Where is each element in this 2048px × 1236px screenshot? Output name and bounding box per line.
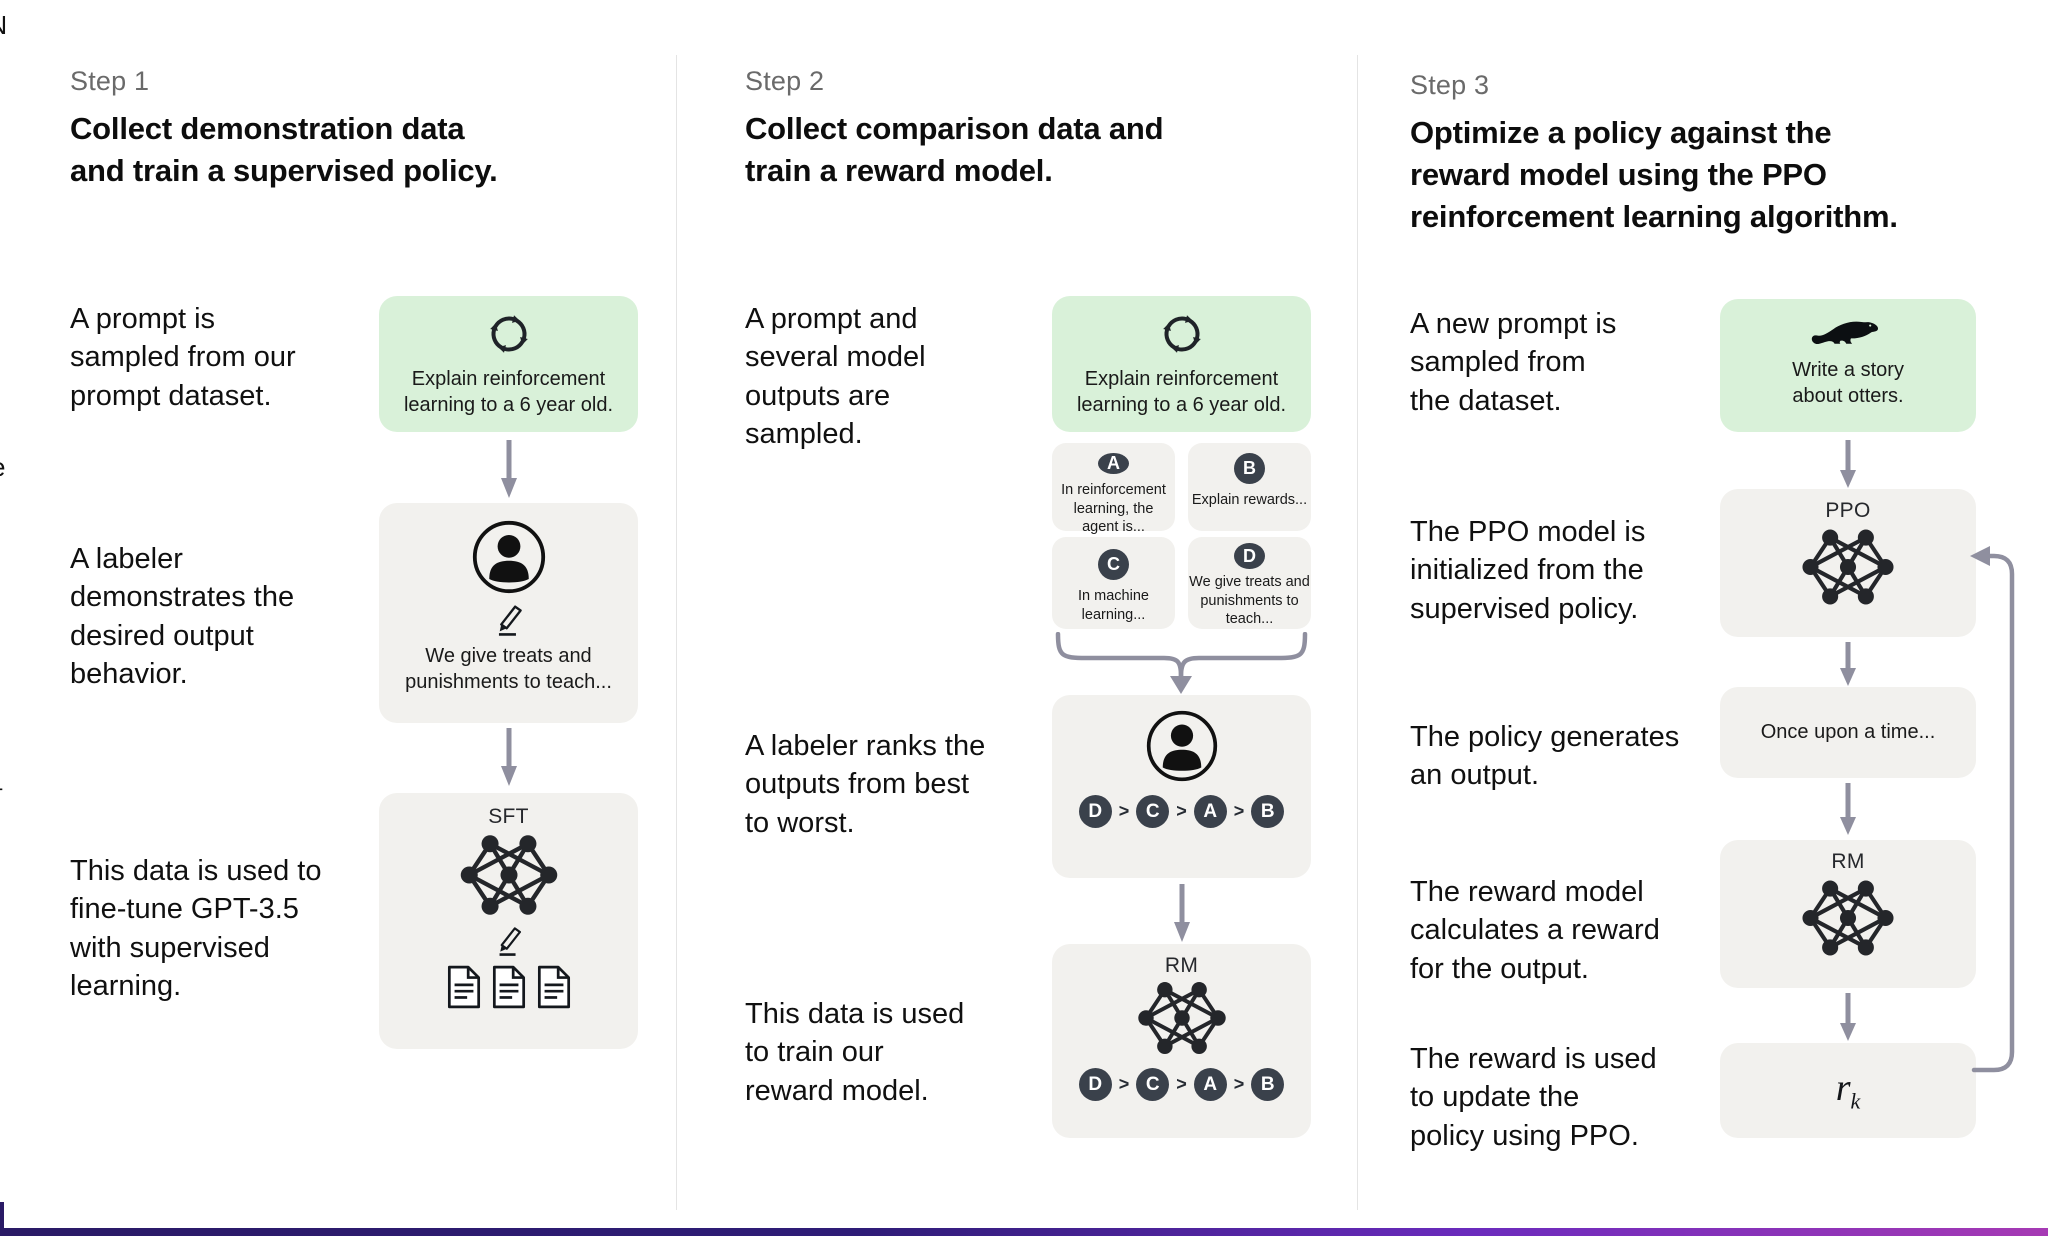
prompt-box: Explain reinforcement learning to a 6 ye… (1052, 296, 1311, 432)
output-card-c: C In machine learning... (1052, 537, 1175, 629)
window-corner-border (0, 1202, 4, 1236)
column-divider (1357, 55, 1358, 1210)
column-divider (676, 55, 677, 1210)
pencil-icon (498, 605, 522, 636)
neural-net-icon (460, 835, 557, 915)
ranking-separator: > (1233, 801, 1245, 821)
reward-symbol: rk (1835, 1067, 1861, 1114)
labeler-box: We give treats and punishments to teach.… (379, 503, 638, 723)
caption: The reward is used to update the policy … (1410, 1043, 1657, 1152)
caption: A prompt is sampled from our prompt data… (70, 303, 296, 412)
flow-arrow (501, 728, 517, 786)
labeler-icon (472, 520, 545, 594)
output-card-a: A In reinforcement learning, the agent i… (1052, 443, 1175, 535)
ranking-badge: A (1193, 1068, 1227, 1101)
model-label: RM (1831, 850, 1865, 873)
screen-edge-fragment: e (0, 452, 8, 476)
caption: The PPO model is initialized from the su… (1410, 516, 1646, 625)
flow-arrow (1840, 440, 1856, 488)
output-box: Once upon a time... (1720, 687, 1976, 778)
step-title: Optimize a policy against the reward mod… (1410, 115, 1898, 235)
output-badge: D (1234, 543, 1265, 570)
model-label: RM (1164, 954, 1199, 977)
output-badge: B (1234, 453, 1265, 484)
ranking-badge: B (1251, 795, 1285, 828)
flow-arrow (1840, 993, 1856, 1041)
output-text: We give treats and punishments to teach.… (1189, 574, 1310, 628)
flow-arrow (1840, 642, 1856, 686)
ranking-separator: > (1176, 1074, 1187, 1094)
rm-box: RM D > C > A > B (1052, 944, 1311, 1138)
caption: This data is used to train our reward mo… (745, 998, 965, 1107)
step-title: Collect demonstration data and train a s… (70, 111, 498, 189)
ranking-badge: D (1078, 1068, 1112, 1101)
flow-arrow (1174, 884, 1190, 942)
ranking-badge: C (1136, 1068, 1170, 1101)
sft-box: SFT (379, 793, 638, 1049)
ranking-separator: > (1118, 801, 1130, 821)
gather-brace (1055, 632, 1308, 694)
rm-box: RM (1720, 840, 1976, 988)
model-label: SFT (488, 805, 529, 828)
loop-arrow (1970, 546, 2015, 1073)
caption: A labeler demonstrates the desired outpu… (70, 543, 295, 690)
labeler-text: We give treats and punishments to teach.… (405, 645, 612, 694)
prompt-text: Write a story about otters. (1792, 359, 1904, 408)
model-label: PPO (1825, 499, 1871, 522)
documents-icon (445, 965, 573, 1009)
step-title: Collect comparison data and train a rewa… (745, 111, 1164, 189)
ranking-badge: D (1078, 795, 1112, 828)
ranking-badge: A (1193, 795, 1227, 828)
output-text: Once upon a time... (1760, 721, 1936, 744)
caption: The reward model calculates a reward for… (1410, 876, 1660, 985)
screen-edge-fragment: N (0, 10, 9, 36)
output-card-b: B Explain rewards... (1188, 443, 1311, 531)
step-label: Step 3 (1410, 70, 1490, 100)
output-text: In reinforcement learning, the agent is.… (1061, 482, 1166, 536)
neural-net-icon (1802, 529, 1894, 605)
step-label: Step 1 (70, 66, 150, 96)
ppo-box: PPO (1720, 489, 1976, 637)
neural-net-icon (1137, 982, 1226, 1054)
labeler-icon (1146, 710, 1217, 782)
neural-net-icon (1802, 880, 1894, 956)
otter-icon (1811, 321, 1879, 345)
caption: The policy generates an output. (1410, 721, 1680, 792)
screen-edge-fragment: t (0, 778, 8, 798)
ranking-badge: B (1251, 1068, 1285, 1101)
output-text: In machine learning... (1078, 588, 1149, 623)
prompt-box: Write a story about otters. (1720, 299, 1976, 432)
ranking-separator: > (1233, 1074, 1245, 1094)
flow-arrow (1840, 783, 1856, 835)
sampling-icon (489, 315, 528, 353)
prompt-box: Explain reinforcement learning to a 6 ye… (379, 296, 638, 432)
flow-arrow (501, 440, 517, 498)
screen-edge-fragment: - (0, 400, 4, 414)
bottom-gradient-bar (0, 1228, 2048, 1236)
ranking-badge: C (1136, 795, 1170, 828)
prompt-text: Explain reinforcement learning to a 6 ye… (403, 368, 614, 417)
prompt-text: Explain reinforcement learning to a 6 ye… (1076, 368, 1287, 417)
ranking-separator: > (1176, 801, 1187, 821)
output-badge: C (1098, 549, 1129, 580)
output-badge: A (1098, 453, 1129, 474)
reward-box: rk (1720, 1043, 1976, 1138)
output-card-d: D We give treats and punishments to teac… (1188, 537, 1311, 629)
ranking-box: D > C > A > B (1052, 695, 1311, 878)
caption: A prompt and several model outputs are s… (745, 303, 926, 450)
output-text: Explain rewards... (1191, 492, 1308, 508)
caption: A new prompt is sampled from the dataset… (1410, 308, 1617, 417)
caption: This data is used to fine-tune GPT-3.5 w… (70, 855, 322, 1002)
step-label: Step 2 (745, 66, 825, 96)
caption: A labeler ranks the outputs from best to… (745, 730, 986, 839)
pencil-icon (499, 927, 521, 956)
ranking-separator: > (1118, 1074, 1130, 1094)
sampling-icon (1162, 315, 1201, 353)
